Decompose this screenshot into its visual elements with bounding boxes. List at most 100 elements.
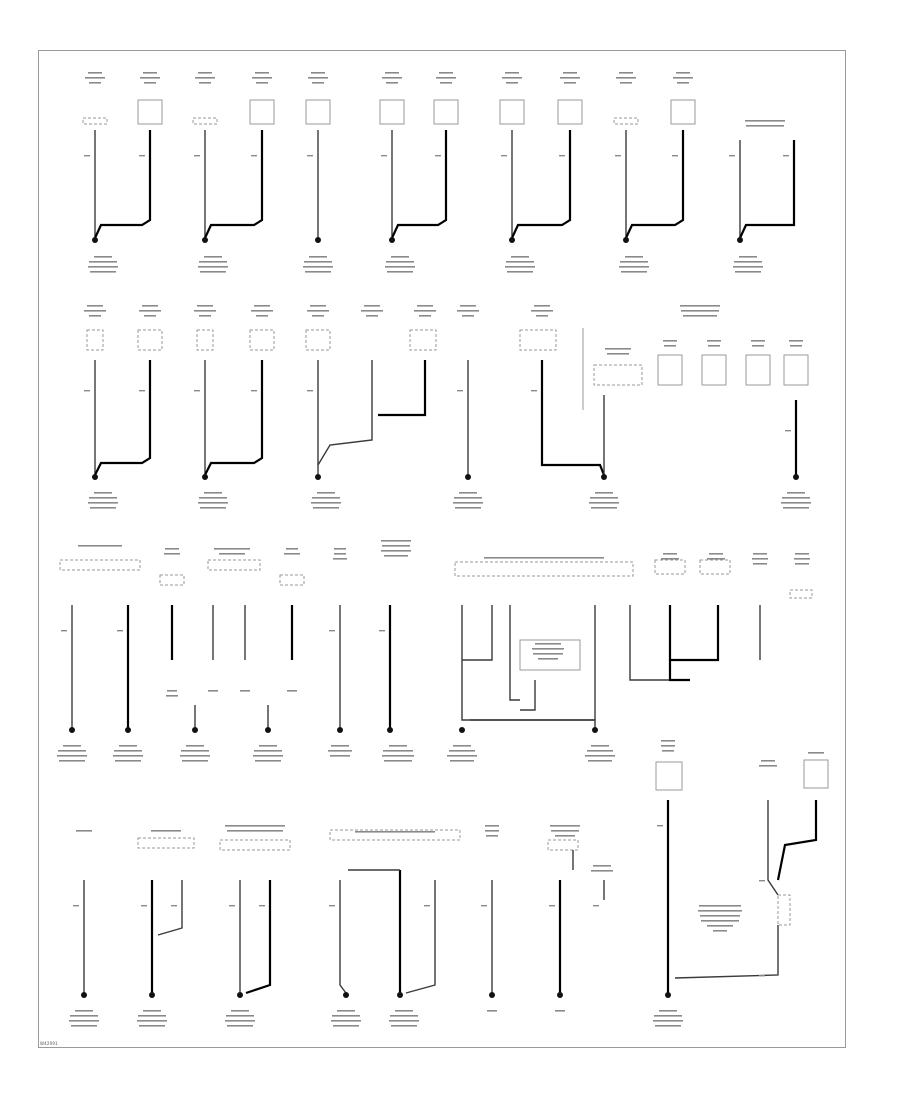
component-name-label	[620, 82, 632, 84]
connector-outline	[454, 561, 634, 577]
connector-outline	[137, 329, 163, 351]
illegible-label	[555, 1010, 565, 1012]
ground-point	[265, 727, 271, 733]
component-name-label	[436, 77, 456, 79]
illegible-label	[114, 750, 142, 752]
wire	[94, 130, 152, 239]
illegible-label	[333, 1025, 359, 1027]
component-name-label	[673, 77, 693, 79]
illegible-label	[303, 266, 333, 268]
connector-outline	[137, 837, 195, 849]
illegible-label	[186, 745, 204, 747]
ground-location-label	[385, 266, 415, 268]
wire-color-code	[229, 905, 235, 907]
illegible-label	[119, 745, 137, 747]
illegible-label	[382, 755, 414, 757]
component-name-label	[198, 72, 212, 74]
component-name-label	[143, 72, 157, 74]
ground-point	[237, 992, 243, 998]
connector-outline	[654, 559, 686, 575]
illegible-label	[256, 315, 268, 317]
illegible-label	[312, 315, 324, 317]
illegible-label	[311, 502, 341, 504]
illegible-label	[751, 340, 765, 342]
ground-location-label	[386, 261, 414, 263]
wire-color-code	[501, 155, 507, 157]
illegible-label	[194, 310, 216, 312]
wire-color-code	[307, 155, 313, 157]
wire	[317, 360, 373, 466]
illegible-label	[259, 745, 277, 747]
wire-color-code	[61, 630, 67, 632]
wire-color-code	[424, 905, 430, 907]
illegible-label	[701, 920, 739, 922]
connector-outline	[519, 329, 557, 351]
ground-point	[465, 474, 471, 480]
illegible-label	[317, 492, 335, 494]
wire	[94, 360, 152, 476]
illegible-label	[591, 870, 613, 872]
illegible-label	[700, 915, 740, 917]
illegible-label	[659, 1010, 677, 1012]
illegible-label	[759, 765, 777, 767]
component-box	[499, 99, 525, 125]
illegible-label	[752, 345, 764, 347]
illegible-label	[164, 553, 180, 555]
wire-color-code	[672, 155, 678, 157]
ground-point	[601, 474, 607, 480]
illegible-label	[337, 1010, 355, 1012]
illegible-label	[681, 310, 719, 312]
component-name-label	[252, 77, 272, 79]
illegible-label	[240, 690, 250, 692]
illegible-label	[707, 558, 725, 560]
illegible-label	[89, 315, 101, 317]
component-name-label	[89, 82, 101, 84]
wire-color-code	[759, 880, 765, 882]
illegible-label	[284, 553, 300, 555]
illegible-label	[487, 1010, 497, 1012]
wire-color-code	[379, 630, 385, 632]
illegible-label	[361, 310, 383, 312]
illegible-label	[167, 690, 177, 692]
illegible-label	[455, 507, 481, 509]
illegible-label	[787, 492, 805, 494]
illegible-label	[225, 825, 285, 827]
illegible-label	[227, 830, 283, 832]
illegible-label	[735, 271, 761, 273]
illegible-label	[782, 497, 810, 499]
component-name-label	[564, 82, 576, 84]
illegible-label	[231, 1010, 249, 1012]
illegible-label	[585, 755, 615, 757]
illegible-label	[313, 507, 339, 509]
wire	[739, 140, 796, 239]
illegible-label	[485, 830, 499, 832]
illegible-label	[199, 497, 227, 499]
wire-color-code	[615, 155, 621, 157]
illegible-label	[208, 690, 218, 692]
illegible-label	[204, 492, 222, 494]
illegible-label	[78, 545, 122, 547]
illegible-label	[381, 550, 411, 552]
illegible-label	[58, 750, 86, 752]
illegible-label	[334, 553, 346, 555]
component-box	[519, 639, 581, 671]
illegible-label	[84, 310, 106, 312]
wire	[391, 130, 448, 239]
connector-outline	[82, 117, 108, 125]
diagram-code: W42091	[40, 1041, 58, 1046]
wire	[767, 800, 779, 896]
ground-location-label	[90, 271, 116, 273]
illegible-label	[555, 835, 575, 837]
ground-location-label	[200, 271, 226, 273]
illegible-label	[753, 563, 767, 565]
illegible-label	[485, 825, 499, 827]
illegible-label	[255, 760, 281, 762]
illegible-label	[460, 305, 476, 307]
illegible-label	[462, 315, 474, 317]
ground-location-label	[619, 266, 649, 268]
connector-outline	[207, 559, 261, 571]
component-box	[657, 354, 683, 386]
illegible-label	[680, 305, 720, 307]
illegible-label	[753, 553, 767, 555]
illegible-label	[653, 1020, 683, 1022]
